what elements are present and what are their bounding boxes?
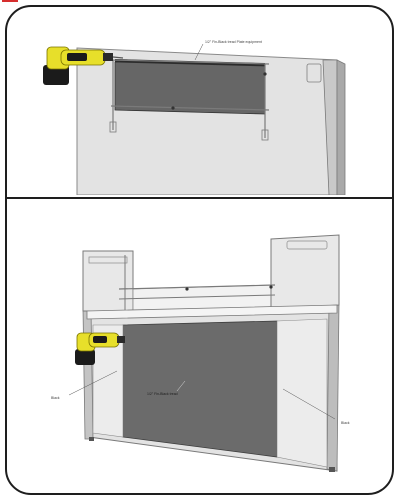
bottom-right-tower-bracket	[286, 240, 328, 250]
top-callout-label: 1/2" Fin-Black tread Plate equipment	[205, 40, 262, 44]
bottom-illustration-panel: Black 1/2" Fin-Black tread Black	[51, 234, 350, 472]
bottom-drill-icon	[75, 332, 125, 365]
top-right-frame-rail	[322, 59, 338, 195]
top-center-fastener	[171, 106, 175, 110]
bottom-right-strip	[276, 318, 328, 468]
top-right-fastener	[263, 72, 267, 76]
bottom-dark-sheet	[122, 320, 278, 458]
bottom-left-callout-label: Black	[51, 396, 60, 400]
bottom-left-strip	[92, 324, 124, 438]
top-corner-bracket	[306, 63, 322, 83]
bottom-right-tower	[270, 234, 340, 310]
top-callout-leader	[194, 43, 204, 61]
bottom-horizontal-ledge	[86, 304, 338, 320]
bottom-mid-bar	[118, 294, 276, 300]
top-illustration-panel: 1/2" Fin-Black tread Plate equipment	[43, 40, 346, 195]
bottom-center-fastener	[185, 287, 189, 291]
top-upper-bar	[110, 59, 270, 65]
bottom-right-callout-label: Black	[341, 421, 350, 425]
bottom-left-tower-bracket	[88, 256, 128, 264]
top-right-outer-rail	[336, 59, 346, 195]
bottom-right-foot	[329, 467, 335, 472]
top-right-foot	[261, 129, 269, 141]
bottom-right-frame-rail	[326, 302, 340, 472]
bottom-center-callout-label: 1/2" Fin-Black tread	[147, 392, 178, 396]
corner-accent-mark	[2, 0, 18, 7]
bottom-center-callout-leader	[176, 380, 186, 392]
panel-divider	[7, 197, 394, 199]
bottom-left-frame-rail	[82, 308, 94, 440]
bottom-right-fastener	[269, 285, 273, 289]
bottom-left-foot	[89, 437, 94, 441]
bottom-left-callout-leader	[68, 370, 118, 396]
bottom-upper-bar	[118, 284, 276, 290]
top-left-foot	[109, 121, 117, 133]
bottom-right-callout-leader	[282, 388, 336, 420]
top-lower-bar	[110, 105, 270, 111]
top-drill-icon	[43, 46, 124, 85]
